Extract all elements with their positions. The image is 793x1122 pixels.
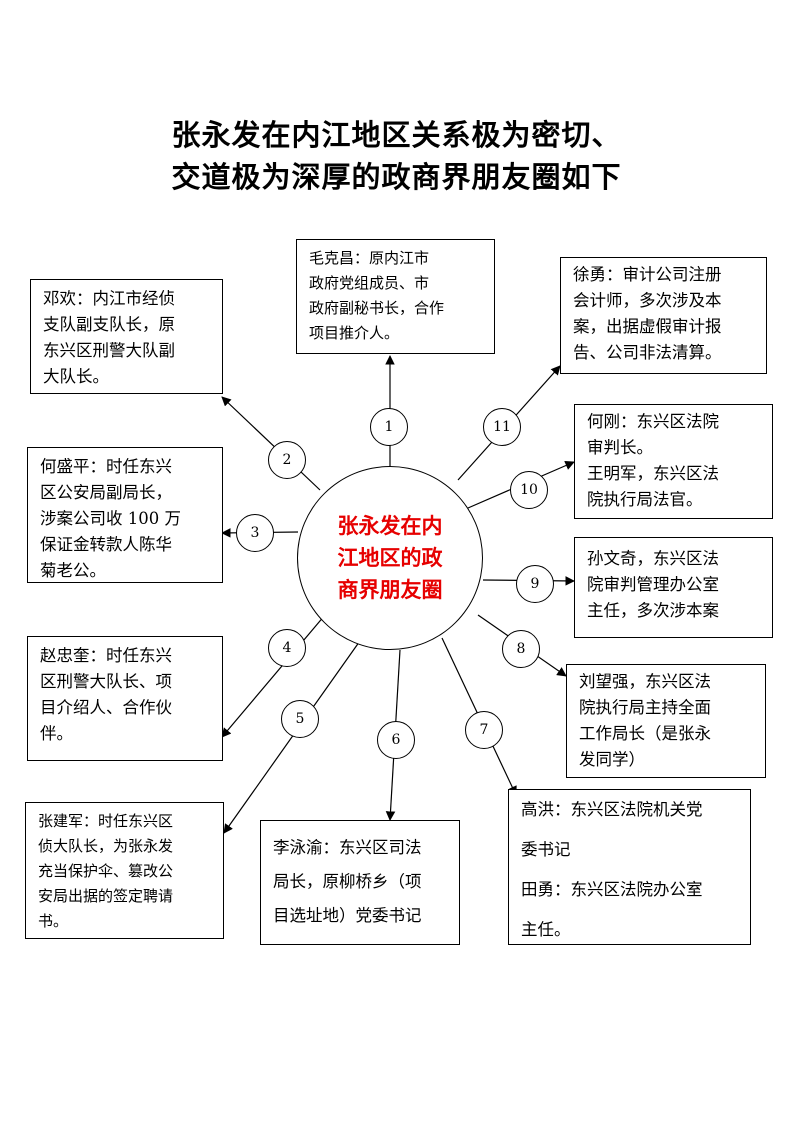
person-box-1-line: 政府副秘书长，合作 bbox=[309, 299, 445, 317]
person-box-10-line: 何刚：东兴区法院 bbox=[587, 412, 719, 431]
person-box-6: 李泳渝：东兴区司法 局长，原柳桥乡（项 目选址地）党委书记 bbox=[260, 820, 460, 945]
person-box-5-line: 侦大队长，为张永发 bbox=[38, 837, 174, 855]
person-box-8-line: 工作局长（是张永 bbox=[579, 724, 711, 743]
person-box-7-line: 高洪：东兴区法院机关党 bbox=[521, 800, 703, 819]
person-box-11-line: 徐勇：审计公司注册 bbox=[573, 265, 722, 284]
person-box-1-line: 项目推介人。 bbox=[309, 324, 400, 342]
person-box-7-line: 委书记 bbox=[521, 840, 571, 859]
diagram-title-line1: 张永发在内江地区关系极为密切、 bbox=[171, 118, 622, 152]
person-box-5-line: 张建军：时任东兴区 bbox=[38, 812, 174, 830]
node-number-1: 1 bbox=[370, 408, 408, 446]
node-number-3: 3 bbox=[236, 514, 274, 552]
node-number-2: 2 bbox=[268, 441, 306, 479]
person-box-3-line: 菊老公。 bbox=[40, 561, 106, 580]
person-box-11-line: 会计师，多次涉及本 bbox=[573, 291, 722, 310]
person-box-9-line: 院审判管理办公室 bbox=[587, 575, 719, 594]
center-text-line1: 张永发在内 bbox=[337, 513, 443, 538]
person-box-1-line: 政府党组成员、市 bbox=[309, 274, 430, 292]
connector-2 bbox=[221, 396, 321, 491]
center-ellipse: 张永发在内 江地区的政 商界朋友圈 bbox=[297, 466, 483, 650]
person-box-10-line: 院执行局法官。 bbox=[587, 490, 703, 509]
person-box-7-line: 田勇：东兴区法院办公室 bbox=[521, 880, 703, 899]
person-box-1-line: 毛克昌：原内江市 bbox=[309, 249, 430, 267]
person-box-5-line: 安局出据的签定聘请 bbox=[38, 887, 174, 905]
person-box-10-line: 王明军，东兴区法 bbox=[587, 464, 719, 483]
diagram-title-line2: 交道极为深厚的政商界朋友圈如下 bbox=[171, 160, 622, 194]
person-box-7-line: 主任。 bbox=[521, 920, 571, 939]
person-box-8-line: 刘望强，东兴区法 bbox=[579, 672, 711, 691]
person-box-8-line: 院执行局主持全面 bbox=[579, 698, 711, 717]
person-box-4-line: 目介绍人、合作伙 bbox=[40, 698, 172, 717]
person-box-9-line: 孙文奇，东兴区法 bbox=[587, 549, 719, 568]
center-text-line2: 江地区的政 bbox=[337, 545, 443, 570]
person-box-2-line: 东兴区刑警大队副 bbox=[43, 341, 175, 360]
person-box-4: 赵忠奎：时任东兴 区刑警大队长、项 目介绍人、合作伙 伴。 bbox=[27, 636, 223, 761]
person-box-5-line: 书。 bbox=[38, 912, 69, 930]
person-box-2-line: 支队副支队长，原 bbox=[43, 315, 175, 334]
person-box-4-line: 伴。 bbox=[40, 724, 73, 743]
node-number-6: 6 bbox=[377, 721, 415, 759]
person-box-11-line: 告、公司非法清算。 bbox=[573, 343, 722, 362]
person-box-3-line: 涉案公司收 100 万 bbox=[40, 509, 181, 528]
person-box-3-line: 保证金转款人陈华 bbox=[40, 535, 172, 554]
person-box-2-line: 邓欢：内江市经侦 bbox=[43, 289, 175, 308]
person-box-3: 何盛平：时任东兴 区公安局副局长， 涉案公司收 100 万 保证金转款人陈华 菊… bbox=[27, 447, 223, 583]
person-box-5-line: 充当保护伞、篡改公 bbox=[38, 862, 174, 880]
person-box-6-line: 李泳渝：东兴区司法 bbox=[273, 838, 422, 857]
node-number-9: 9 bbox=[516, 565, 554, 603]
person-box-2-line: 大队长。 bbox=[43, 367, 109, 386]
person-box-3-line: 何盛平：时任东兴 bbox=[40, 457, 172, 476]
person-box-11: 徐勇：审计公司注册 会计师，多次涉及本 案，出据虚假审计报 告、公司非法清算。 bbox=[560, 257, 767, 374]
person-box-10-line: 审判长。 bbox=[587, 438, 653, 457]
person-box-6-line: 局长，原柳桥乡（项 bbox=[273, 872, 422, 891]
person-box-10: 何刚：东兴区法院 审判长。 王明军，东兴区法 院执行局法官。 bbox=[574, 404, 773, 519]
person-box-4-line: 区刑警大队长、项 bbox=[40, 672, 172, 691]
node-number-4: 4 bbox=[268, 629, 306, 667]
person-box-3-line: 区公安局副局长， bbox=[40, 483, 172, 502]
person-box-4-line: 赵忠奎：时任东兴 bbox=[40, 646, 172, 665]
person-box-9-line: 主任，多次涉本案 bbox=[587, 601, 719, 620]
person-box-8-line: 发同学） bbox=[579, 750, 645, 769]
person-box-7: 高洪：东兴区法院机关党 委书记 田勇：东兴区法院办公室 主任。 bbox=[508, 789, 751, 945]
node-number-5: 5 bbox=[281, 700, 319, 738]
connector-4 bbox=[221, 614, 326, 738]
node-number-11: 11 bbox=[483, 408, 521, 446]
person-box-11-line: 案，出据虚假审计报 bbox=[573, 317, 722, 336]
person-box-5: 张建军：时任东兴区 侦大队长，为张永发 充当保护伞、篡改公 安局出据的签定聘请 … bbox=[25, 802, 224, 939]
person-box-6-line: 目选址地）党委书记 bbox=[273, 906, 422, 925]
node-number-8: 8 bbox=[502, 630, 540, 668]
node-number-7: 7 bbox=[465, 711, 503, 749]
person-box-8: 刘望强，东兴区法 院执行局主持全面 工作局长（是张永 发同学） bbox=[566, 664, 766, 778]
center-text-line3: 商界朋友圈 bbox=[337, 577, 443, 602]
person-box-1: 毛克昌：原内江市 政府党组成员、市 政府副秘书长，合作 项目推介人。 bbox=[296, 239, 495, 354]
node-number-10: 10 bbox=[510, 471, 548, 509]
person-box-2: 邓欢：内江市经侦 支队副支队长，原 东兴区刑警大队副 大队长。 bbox=[30, 279, 223, 394]
person-box-9: 孙文奇，东兴区法 院审判管理办公室 主任，多次涉本案 bbox=[574, 537, 773, 638]
